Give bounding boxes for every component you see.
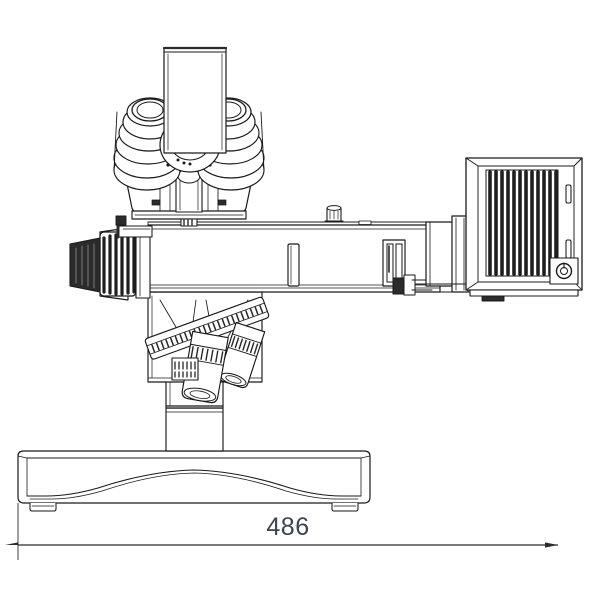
filter-slider[interactable] bbox=[382, 239, 433, 296]
objective-front bbox=[181, 330, 229, 404]
dimension-overall-width: 486 bbox=[5, 503, 558, 560]
foot-right bbox=[331, 502, 359, 512]
aperture-block bbox=[171, 357, 199, 381]
dimension-value-overall-width: 486 bbox=[266, 513, 309, 541]
nosepiece bbox=[144, 296, 270, 360]
focus-knob[interactable] bbox=[69, 227, 151, 301]
lamp-coupling bbox=[414, 215, 471, 293]
lamphouse bbox=[465, 157, 583, 302]
base bbox=[17, 450, 371, 512]
lamphouse-knob[interactable] bbox=[549, 257, 579, 285]
photo-tube bbox=[162, 46, 228, 154]
tube-clamp-left bbox=[115, 215, 153, 239]
foot-left bbox=[29, 502, 57, 512]
top-knob[interactable] bbox=[324, 205, 344, 222]
